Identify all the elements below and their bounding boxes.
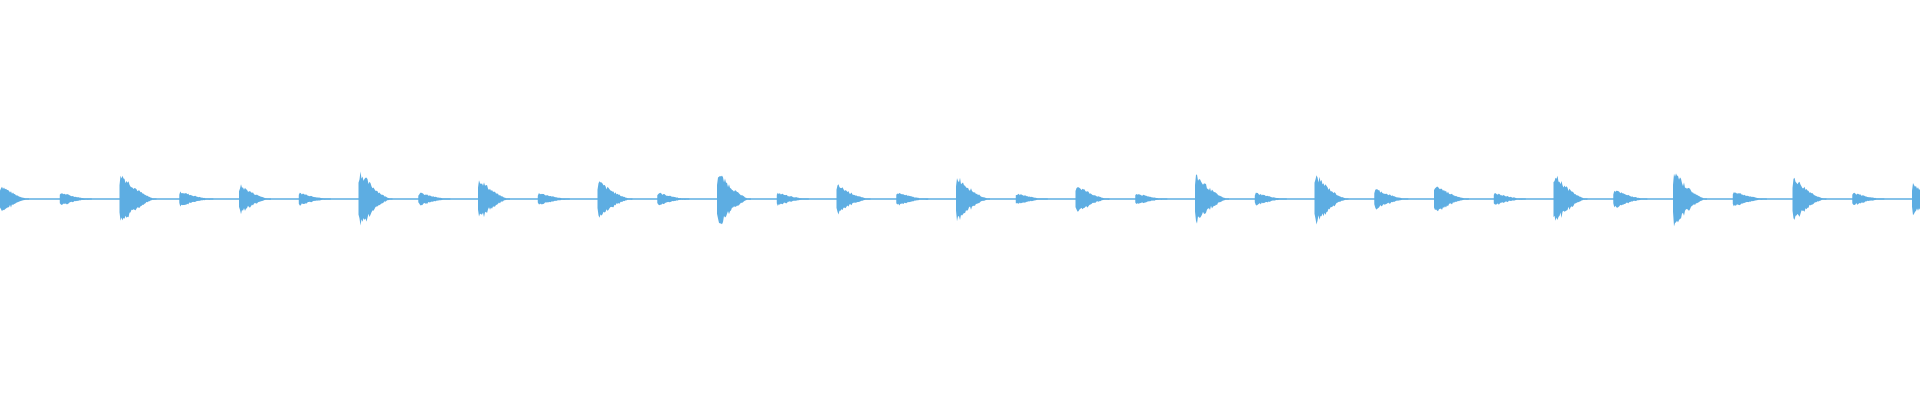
waveform-hit-6 bbox=[358, 171, 393, 226]
waveform-hit-3 bbox=[179, 191, 214, 207]
waveform-hit-13 bbox=[776, 192, 809, 206]
waveform-hit-31 bbox=[1852, 192, 1885, 205]
waveform-hit-14 bbox=[836, 184, 871, 215]
waveform-hit-20 bbox=[1195, 174, 1229, 224]
waveform-hit-24 bbox=[1434, 186, 1469, 212]
waveform-hit-25 bbox=[1493, 193, 1526, 205]
waveform-hit-23 bbox=[1374, 189, 1409, 210]
waveform-hit-28 bbox=[1673, 173, 1707, 227]
waveform-hit-16 bbox=[956, 177, 990, 222]
waveform-hit-30 bbox=[1792, 177, 1827, 220]
waveform-hit-10 bbox=[597, 181, 633, 218]
waveform-hit-2 bbox=[119, 175, 157, 221]
waveform-hit-12 bbox=[717, 175, 751, 225]
waveform-hit-27 bbox=[1613, 190, 1648, 208]
waveform-hit-22 bbox=[1314, 175, 1349, 225]
waveform-hit-1 bbox=[59, 193, 92, 205]
waveform-hit-21 bbox=[1254, 192, 1287, 206]
waveform-hit-32 bbox=[1912, 183, 1920, 216]
waveform-hit-17 bbox=[1015, 193, 1048, 204]
waveform-hit-11 bbox=[657, 192, 690, 206]
waveform-hit-9 bbox=[537, 193, 570, 205]
waveform-hit-5 bbox=[298, 192, 331, 206]
waveform-hit-8 bbox=[478, 180, 510, 218]
waveform-hit-26 bbox=[1553, 175, 1588, 221]
waveform-hit-19 bbox=[1135, 194, 1168, 204]
waveform-hit-18 bbox=[1075, 187, 1110, 212]
waveform-hit-0 bbox=[0, 186, 29, 212]
waveform-hit-4 bbox=[239, 184, 271, 215]
waveform-hit-29 bbox=[1732, 192, 1767, 207]
waveform-hit-7 bbox=[418, 192, 451, 206]
waveform-hit-15 bbox=[896, 193, 929, 206]
